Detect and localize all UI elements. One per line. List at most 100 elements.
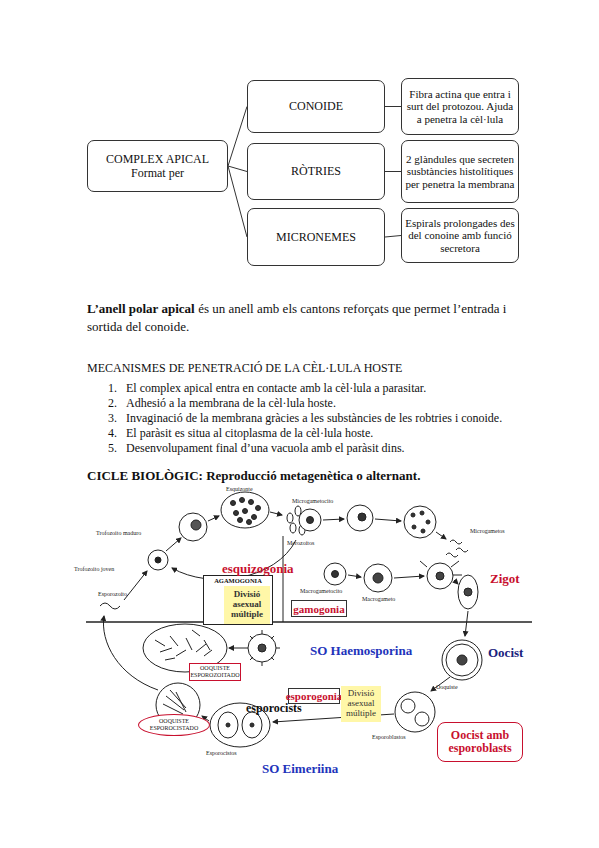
connector-line bbox=[385, 171, 401, 172]
gamogony-cells bbox=[332, 571, 339, 578]
cycle-arrows bbox=[103, 616, 158, 690]
list-number: 5. bbox=[108, 441, 124, 455]
schizogony-cells bbox=[155, 557, 161, 563]
list-item: Desenvolupament final d’una vacuola amb … bbox=[126, 441, 546, 455]
cell-label: Trofozoito joven bbox=[74, 566, 134, 573]
connector-line bbox=[385, 236, 401, 238]
connector-line bbox=[228, 107, 247, 167]
gamogony-cells bbox=[404, 506, 436, 538]
node-text: Espirals prolongades des del conoine amb… bbox=[405, 217, 515, 255]
sporogony-cells bbox=[248, 634, 276, 662]
cycle-arrows bbox=[166, 538, 181, 551]
gamogony-cells bbox=[412, 525, 416, 529]
cell-label: Microgametos bbox=[470, 528, 530, 535]
gamogony-cells bbox=[411, 513, 415, 517]
connector-line bbox=[385, 106, 401, 107]
description-box: Espirals prolongades des del conoine amb… bbox=[401, 208, 519, 263]
sporogony-cells bbox=[457, 655, 467, 665]
cell-label: Macrogametocito bbox=[300, 588, 370, 595]
sporogony-cells bbox=[258, 644, 266, 652]
schizogony-cells bbox=[299, 525, 305, 535]
note-box: Divisió asexual múltiple bbox=[224, 586, 270, 624]
schizogony-cells bbox=[191, 520, 201, 530]
section-heading: CICLE BIOLÒGIC: Reproducció metagenètica… bbox=[87, 468, 547, 484]
gamogony-cells bbox=[421, 529, 425, 533]
cell-label: Esporoblastos bbox=[372, 734, 432, 741]
schizogony-cells bbox=[287, 513, 293, 523]
schizogony-cells bbox=[238, 518, 243, 523]
cycle-arrows bbox=[229, 648, 244, 649]
cycle-arrows bbox=[348, 575, 361, 577]
stage-label: SO Eimeriina bbox=[262, 761, 372, 777]
cell-label: Esquizonte bbox=[226, 486, 286, 493]
cycle-arrows bbox=[323, 519, 344, 520]
stage-label: Oocist bbox=[488, 645, 548, 661]
cell-label: Ooquiste bbox=[436, 684, 486, 691]
cycle-arrows bbox=[124, 571, 147, 600]
schizogony-cells bbox=[243, 509, 248, 514]
schizogony-cells bbox=[179, 513, 207, 541]
gamogony-cells bbox=[464, 588, 472, 596]
gamogony-cells bbox=[364, 564, 392, 592]
sporogony-cells bbox=[442, 640, 482, 680]
section-heading: MECANISMES DE PENETRACIÓ DE LA CÈL·LULA … bbox=[87, 361, 527, 375]
node-text: Fibra actina que entra i surt del protoz… bbox=[405, 88, 515, 126]
gamogony-cells bbox=[347, 505, 373, 531]
list-item: El complex apical entra en contacte amb … bbox=[126, 381, 546, 395]
cycle-arrows bbox=[270, 512, 282, 515]
schizogony-cells bbox=[256, 506, 261, 511]
gamogony-cells bbox=[456, 548, 468, 552]
node-text: esporogonia bbox=[286, 690, 343, 702]
divider-line bbox=[283, 536, 284, 622]
connector-line bbox=[228, 166, 247, 172]
cell-label: Merozoitos bbox=[287, 540, 347, 547]
schizogony-cells bbox=[221, 492, 269, 528]
gamogony-cells bbox=[420, 561, 462, 575]
sporogony-cells bbox=[244, 630, 280, 666]
concept-box: MICRONEMES bbox=[247, 208, 385, 266]
node-text: AGAMOGONIA bbox=[214, 577, 262, 584]
sporogony-cells bbox=[226, 723, 230, 727]
cycle-arrows bbox=[375, 519, 401, 521]
list-number: 2. bbox=[108, 396, 124, 410]
gamogony-cells bbox=[446, 553, 458, 557]
schizogony-cells bbox=[249, 500, 254, 505]
note-box: Divisió asexual múltiple bbox=[341, 686, 381, 722]
sporogony-cells bbox=[163, 690, 186, 714]
list-item: Adhesió a la membrana de la cèl·lula hos… bbox=[126, 396, 546, 410]
node-text: 2 glàndules que secreten susbtàncies his… bbox=[405, 153, 515, 191]
cycle-arrows bbox=[465, 611, 468, 636]
node-text: Oocist amb esporoblasts bbox=[438, 729, 522, 755]
stage-ellipse: OOQUISTE ESPOROCISTADO bbox=[138, 714, 210, 736]
node-text: OOQUISTE ESPOROCISTADO bbox=[139, 718, 209, 731]
node-text: Divisió asexual múltiple bbox=[225, 590, 269, 620]
cycle-arrows bbox=[100, 512, 468, 722]
schizogony-cells bbox=[231, 501, 236, 506]
stage-label: esquizogonia bbox=[222, 561, 312, 577]
stage-tag: OOQUISTE ESPOROZOITADO bbox=[189, 663, 241, 681]
node-text: RÒTRIES bbox=[291, 164, 341, 178]
stage-label: esporocists bbox=[246, 701, 336, 715]
cycle-arrows bbox=[454, 580, 458, 584]
schizogony-cells bbox=[290, 523, 296, 533]
gamogony-cells bbox=[426, 520, 430, 524]
gamogony-cells bbox=[427, 563, 453, 589]
cycle-arrows bbox=[208, 516, 219, 521]
node-text: COMPLEX APICAL Format per bbox=[94, 152, 221, 181]
node-text: Divisió asexual múltiple bbox=[342, 689, 380, 719]
body-text: L’anell polar apical bbox=[87, 301, 195, 316]
sporogony-cells bbox=[242, 712, 262, 738]
cell-label: Trofozoito maduro bbox=[96, 530, 156, 537]
cell-label: Esporozoito bbox=[98, 591, 158, 598]
gamogony-cells bbox=[450, 540, 462, 544]
cycle-arrows bbox=[100, 603, 120, 609]
cycle-arrows bbox=[394, 576, 424, 578]
list-number: 1. bbox=[108, 381, 124, 395]
gamogony-cells bbox=[299, 509, 321, 531]
list-number: 4. bbox=[108, 426, 124, 440]
schizogony-cells bbox=[295, 506, 301, 516]
stage-box: AGAMOGONIA Divisió asexual múltiple bbox=[203, 575, 273, 625]
sporogony-cells bbox=[218, 712, 238, 738]
sporogony-cells bbox=[415, 712, 429, 726]
schizogony-cells bbox=[247, 520, 252, 525]
